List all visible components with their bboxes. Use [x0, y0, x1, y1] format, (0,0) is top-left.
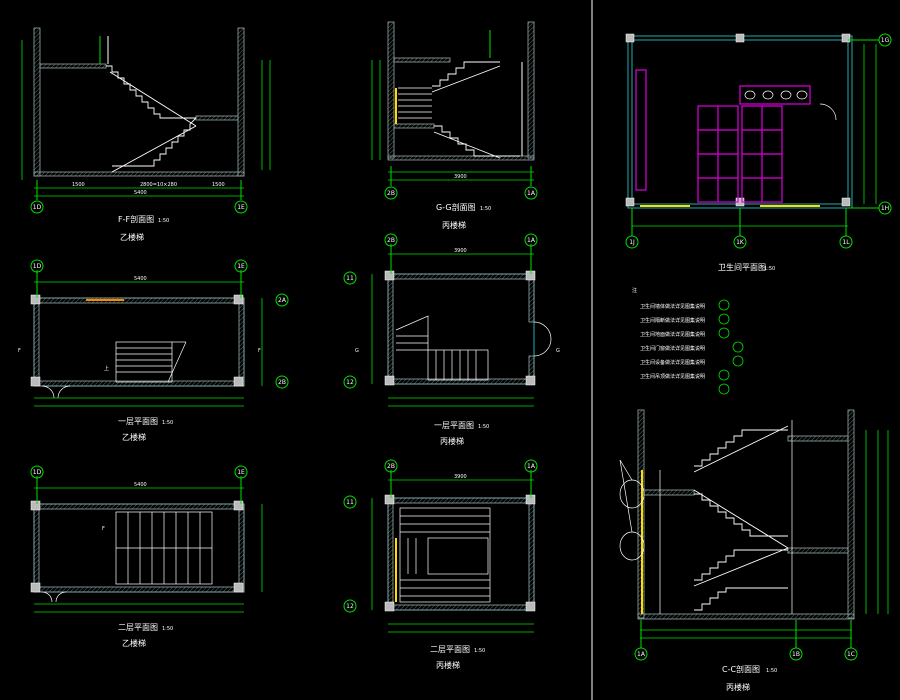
dim-text: 3900: [454, 248, 467, 254]
drawing-title: 一层平面图: [434, 421, 474, 430]
grid-label: 1J: [629, 239, 635, 246]
drawing-title: 卫生间平面图: [718, 262, 766, 272]
note-line: 卫生间吊顶做法详见图集说明: [640, 373, 705, 380]
plan-b2: F 1D 1E 5400 二层平面图 1:50 乙楼梯: [30, 465, 263, 648]
drawing-scale: 1:50: [474, 648, 485, 654]
drawing-subtitle: 丙楼梯: [440, 436, 464, 446]
dim-text: 1500: [72, 182, 85, 188]
section-mark: G: [355, 348, 359, 354]
grid-label: 1A: [637, 651, 646, 658]
up-label: 上: [104, 365, 109, 372]
drawing-title: 二层平面图: [430, 645, 470, 654]
grid-label: 1G: [881, 37, 890, 44]
drawing-title: 一层平面图: [118, 417, 158, 426]
grid-label: 1H: [881, 205, 889, 212]
note-line: 卫生间隔断做法详见图集说明: [640, 317, 705, 324]
grid-label: 1L: [842, 239, 850, 246]
grid-label: 1D: [33, 204, 42, 211]
grid-label: 1A: [527, 190, 536, 197]
grid-label: 1E: [237, 469, 245, 476]
drawing-scale: 1:50: [480, 206, 491, 212]
note-line: 卫生间地面做法详见图集说明: [640, 331, 705, 338]
note-line: 卫生间设备做法详见图集说明: [640, 359, 705, 366]
note-line: 卫生间门窗做法详见图集说明: [640, 345, 705, 352]
drawing-scale: 1:50: [766, 668, 777, 674]
grid-label: 1B: [792, 651, 800, 658]
drawing-subtitle: 乙楼梯: [120, 232, 144, 242]
grid-label: 2A: [278, 297, 287, 304]
drawing-title: 二层平面图: [118, 623, 158, 632]
drawing-scale: 1:50: [162, 626, 173, 632]
grid-label: 12: [346, 379, 354, 386]
drawing-scale: 1:50: [158, 218, 169, 224]
grid-label: 1E: [237, 204, 245, 211]
drawing-scale: 1:50: [764, 266, 775, 272]
drawing-subtitle: 乙楼梯: [122, 638, 146, 648]
section-ff: 1D 1E 1500 2800=10×280 1500 5400 F-F剖面图 …: [21, 27, 271, 242]
grid-label: 1C: [847, 651, 855, 658]
drawing-scale: 1:50: [162, 420, 173, 426]
grid-label: 2B: [387, 463, 395, 470]
grid-label: 2B: [278, 379, 286, 386]
notes-heading: 注: [632, 287, 637, 294]
drawing-subtitle: 丙楼梯: [442, 220, 466, 230]
notes-block: 注 卫生间墙体做法详见图集说明 卫生间隔断做法详见图集说明 卫生间地面做法详见图…: [632, 287, 744, 395]
grid-label: 1E: [237, 263, 245, 270]
dim-text: 1500: [212, 182, 225, 188]
drawing-title: C-C剖面图: [722, 664, 760, 674]
toilet-plan: 1G 1H 1J 1K 1L 卫生间平面图 1:50: [625, 33, 892, 272]
drawing-title: F-F剖面图: [118, 214, 154, 224]
grid-label: 1A: [527, 463, 536, 470]
drawing-subtitle: 丙楼梯: [726, 682, 750, 692]
grid-label: 12: [346, 603, 354, 610]
dim-text: 5400: [134, 482, 147, 488]
section-mark: F: [18, 348, 21, 354]
section-mark: G: [556, 348, 560, 354]
drawing-title: G-G剖面图: [436, 202, 476, 212]
grid-label: 1K: [736, 239, 745, 246]
grid-label: 1A: [527, 237, 536, 244]
drawing-subtitle: 乙楼梯: [122, 432, 146, 442]
drawing-scale: 1:50: [478, 424, 489, 430]
grid-label: 2B: [387, 190, 395, 197]
section-cc: 1A 1B 1C C-C剖面图 1:50 丙楼梯: [619, 409, 889, 692]
dim-text: 3900: [454, 174, 467, 180]
note-line: 卫生间墙体做法详见图集说明: [640, 303, 705, 310]
section-gg: 2B 1A 3900 G-G剖面图 1:50 丙楼梯: [371, 21, 538, 230]
dim-text: 5400: [134, 190, 147, 196]
grid-label: 2B: [387, 237, 395, 244]
dim-text: 5400: [134, 276, 147, 282]
grid-label: 1D: [33, 263, 42, 270]
plan-c2: 2B 1A 11 12 3900 二层平面图 1:50 丙楼梯: [343, 459, 538, 670]
section-mark: F: [102, 526, 105, 532]
grid-label: 11: [346, 275, 354, 282]
grid-label: 1D: [33, 469, 42, 476]
dim-text: 2800=10×280: [140, 182, 177, 188]
section-mark: F: [258, 348, 261, 354]
plan-c1: G G 2B 1A 11 12 3900 一层平面图 1:50 丙楼梯: [343, 233, 560, 446]
grid-label: 11: [346, 499, 354, 506]
dim-text: 3900: [454, 474, 467, 480]
drawing-subtitle: 丙楼梯: [436, 660, 460, 670]
plan-b1: 上 F F 1D 1E 2A 2B 5400 一层平面图 1:50 乙楼梯: [18, 259, 289, 442]
